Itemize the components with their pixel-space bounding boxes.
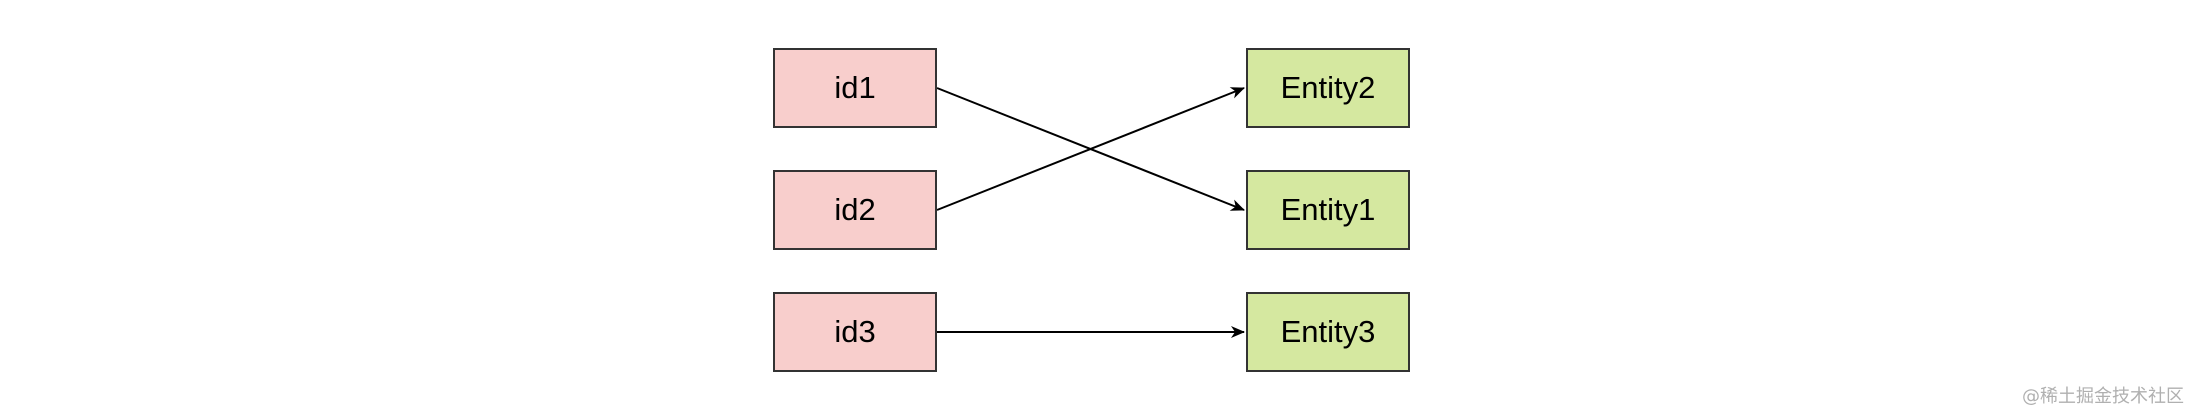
entity2-label: Entity2 <box>1280 70 1376 105</box>
id1-box: id1 <box>773 48 937 128</box>
watermark-text: @稀土掘金技术社区 <box>2022 386 2184 407</box>
id3-box: id3 <box>773 292 937 372</box>
id2-box: id2 <box>773 170 937 250</box>
arrow-id2-to-entity2 <box>936 87 1245 211</box>
entity1-box: Entity1 <box>1246 170 1410 250</box>
entity1-label: Entity1 <box>1280 192 1376 227</box>
id3-label: id3 <box>834 314 876 349</box>
entity3-box: Entity3 <box>1246 292 1410 372</box>
entity2-box: Entity2 <box>1246 48 1410 128</box>
id2-label: id2 <box>834 192 876 227</box>
entity3-label: Entity3 <box>1280 314 1376 349</box>
id1-label: id1 <box>834 70 876 105</box>
